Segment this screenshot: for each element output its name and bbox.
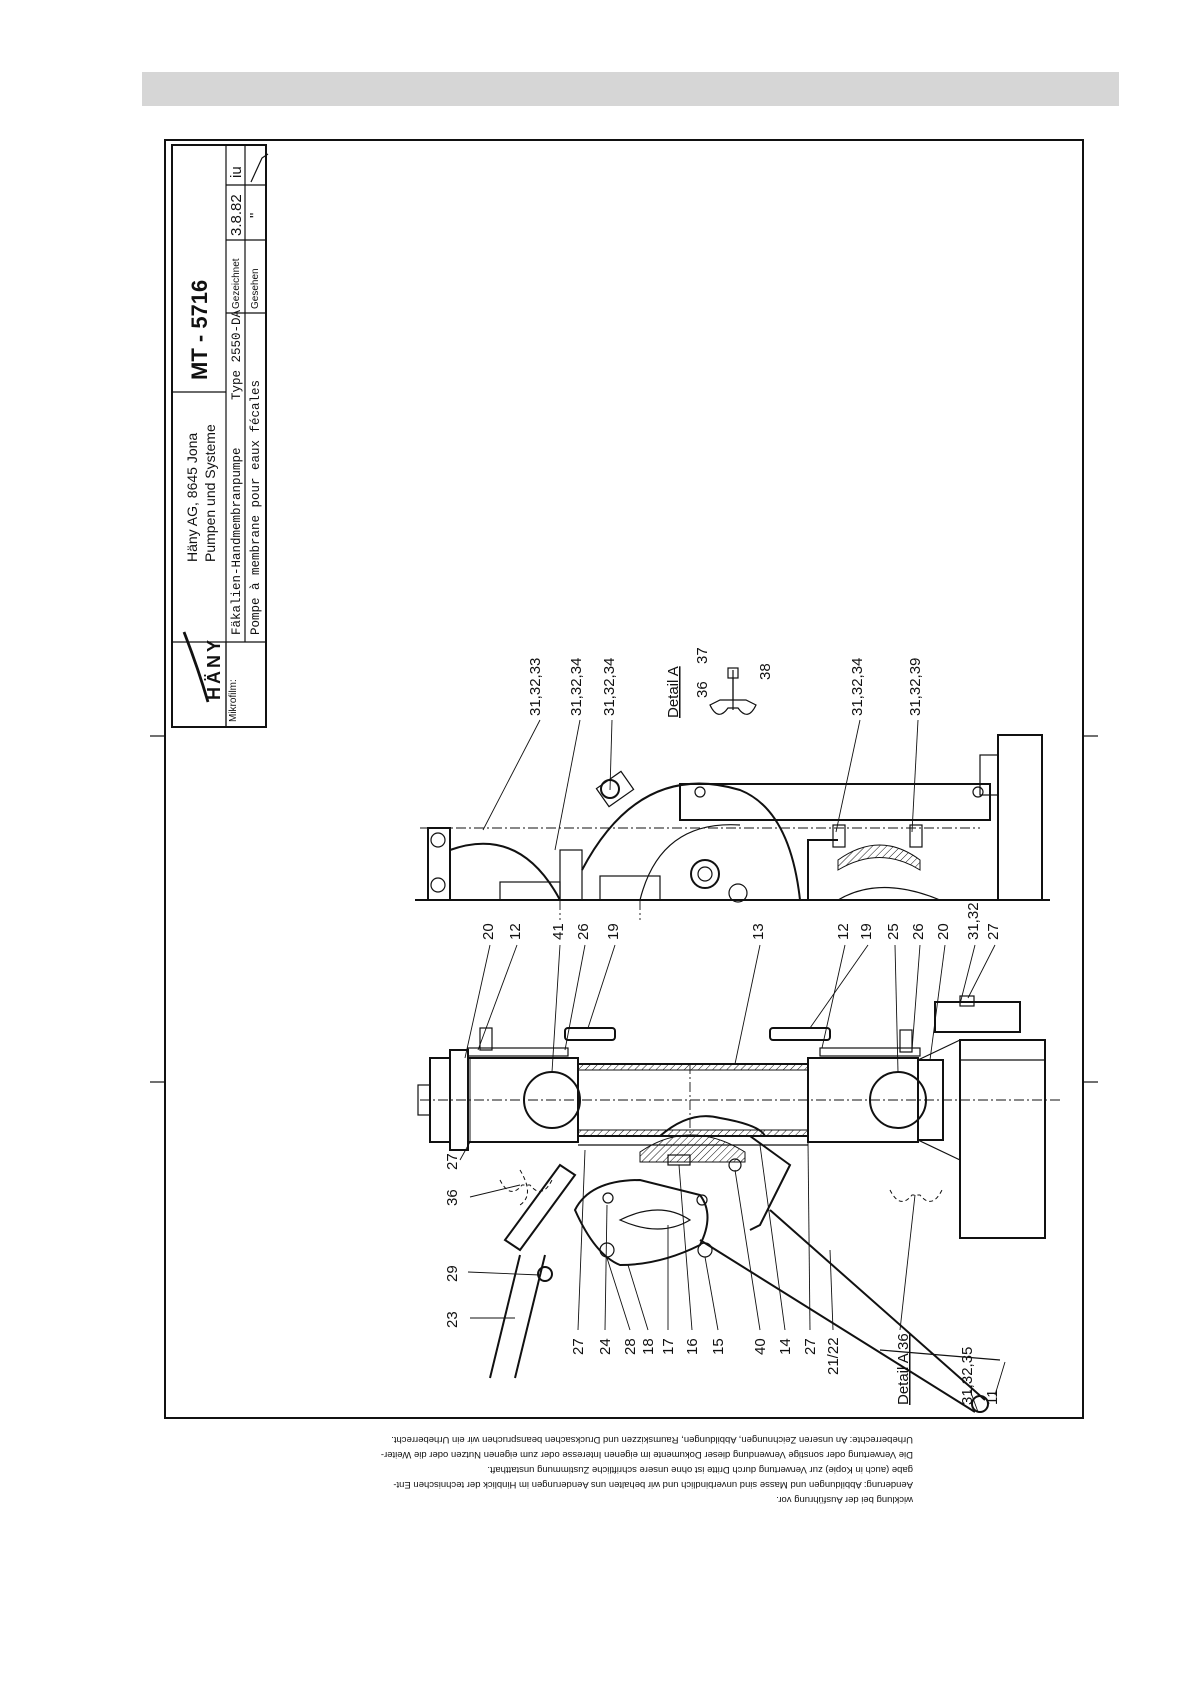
part-label: 31,32,34 <box>601 658 618 716</box>
part-label: 18 <box>640 1338 657 1355</box>
part-label: 24 <box>597 1338 614 1355</box>
part-label: 31,32,34 <box>849 658 866 716</box>
footer-notes: Urheberrechte: An unseren Zeichnungen, A… <box>381 1434 914 1505</box>
detail-a-36-label: Detail A 36 <box>895 1333 912 1405</box>
part-label: 21/22 <box>825 1337 842 1375</box>
part-label: 20 <box>480 923 497 940</box>
part-label: 31,32,34 <box>568 658 585 716</box>
title-block: HÄNY Häny AG, 8645 Jona Pumpen und Syste… <box>171 144 269 728</box>
signature-mark <box>250 153 269 183</box>
part-label: 11 <box>984 1389 1001 1405</box>
part-label: 23 <box>444 1311 461 1328</box>
section-bottom-labels: 27 24 28 18 17 16 15 40 14 27 21/22 31,3… <box>570 1333 1001 1405</box>
part-label: 27 <box>570 1338 587 1355</box>
gezeichnet-date: 3.8.82 <box>228 194 245 236</box>
mikrofilm-label: Mikrofilm: <box>228 679 239 722</box>
part-label: 12 <box>835 923 852 940</box>
drawing-number: MT - 5716 <box>187 280 212 380</box>
part-label: 41 <box>550 923 567 940</box>
part-label: 40 <box>752 1338 769 1355</box>
gesehen-label: Gesehen <box>250 268 261 309</box>
gezeichnet-initials: iu <box>228 166 245 178</box>
part-label: 15 <box>710 1338 727 1355</box>
company-name: Häny AG, 8645 Jona <box>184 433 200 562</box>
side-view-labels: 31,32,33 31,32,34 31,32,34 31,32,34 31,3… <box>527 647 924 718</box>
part-label: 20 <box>935 923 952 940</box>
title-french: Pompe à membrane pour eaux fécales <box>249 380 263 635</box>
part-label: 31,32 <box>965 902 982 940</box>
part-label: 31,32,39 <box>907 658 924 716</box>
part-label: 13 <box>750 923 767 940</box>
footer-note: Aenderung: Abbildungen und Masse sind un… <box>393 1479 913 1490</box>
part-label: 31,32,33 <box>527 658 544 716</box>
type-label: Type 2550-DA <box>230 309 244 400</box>
side-view <box>415 734 1050 920</box>
part-label: 19 <box>605 923 622 940</box>
detail-a-label: Detail A <box>665 666 682 718</box>
part-label: 16 <box>684 1338 701 1355</box>
part-label: 27 <box>444 1153 461 1170</box>
footer-note: Die Verwertung oder sonstige Verwendung … <box>381 1449 913 1460</box>
part-label: 28 <box>622 1338 639 1355</box>
part-label: 12 <box>507 923 524 940</box>
part-label: 25 <box>885 923 902 940</box>
drawing-frame <box>164 139 1084 1419</box>
part-label: 14 <box>777 1338 794 1355</box>
footer-note: wicklung bei der Ausführung vor. <box>776 1494 914 1505</box>
part-label: 31,32,35 <box>959 1347 976 1405</box>
part-label: 29 <box>444 1265 461 1282</box>
part-label: 27 <box>802 1338 819 1355</box>
part-label: 26 <box>910 923 927 940</box>
part-label: 27 <box>985 923 1002 940</box>
section-left-labels: 27 36 29 23 <box>444 1153 461 1328</box>
logo-text: HÄNY <box>204 637 224 700</box>
detail-a-wingnut <box>709 667 757 715</box>
footer-note: Urheberrechte: An unseren Zeichnungen, A… <box>391 1434 913 1445</box>
part-label: 36 <box>444 1189 461 1206</box>
gesehen-value: " <box>247 213 264 218</box>
part-label: 38 <box>757 663 774 680</box>
title-german: Fäkalien-Handmembranpumpe <box>230 447 244 635</box>
part-label: 17 <box>660 1338 677 1355</box>
part-label: 37 <box>694 647 711 664</box>
company-subtitle: Pumpen und Systeme <box>202 424 218 562</box>
part-label: 26 <box>575 923 592 940</box>
part-label: 19 <box>858 923 875 940</box>
gezeichnet-label: Gezeichnet <box>231 258 242 309</box>
logo-swoosh <box>182 631 210 703</box>
leader-lines <box>459 719 1006 1413</box>
top-gray-bar <box>142 72 1119 106</box>
part-label: 36 <box>694 681 711 698</box>
sectional-view <box>417 995 1060 1413</box>
section-top-labels: 20 12 41 26 19 13 12 19 25 26 20 31,32 2… <box>480 902 1002 940</box>
footer-note: gabe (auch in Kopie) zur Verwertung durc… <box>487 1464 913 1475</box>
